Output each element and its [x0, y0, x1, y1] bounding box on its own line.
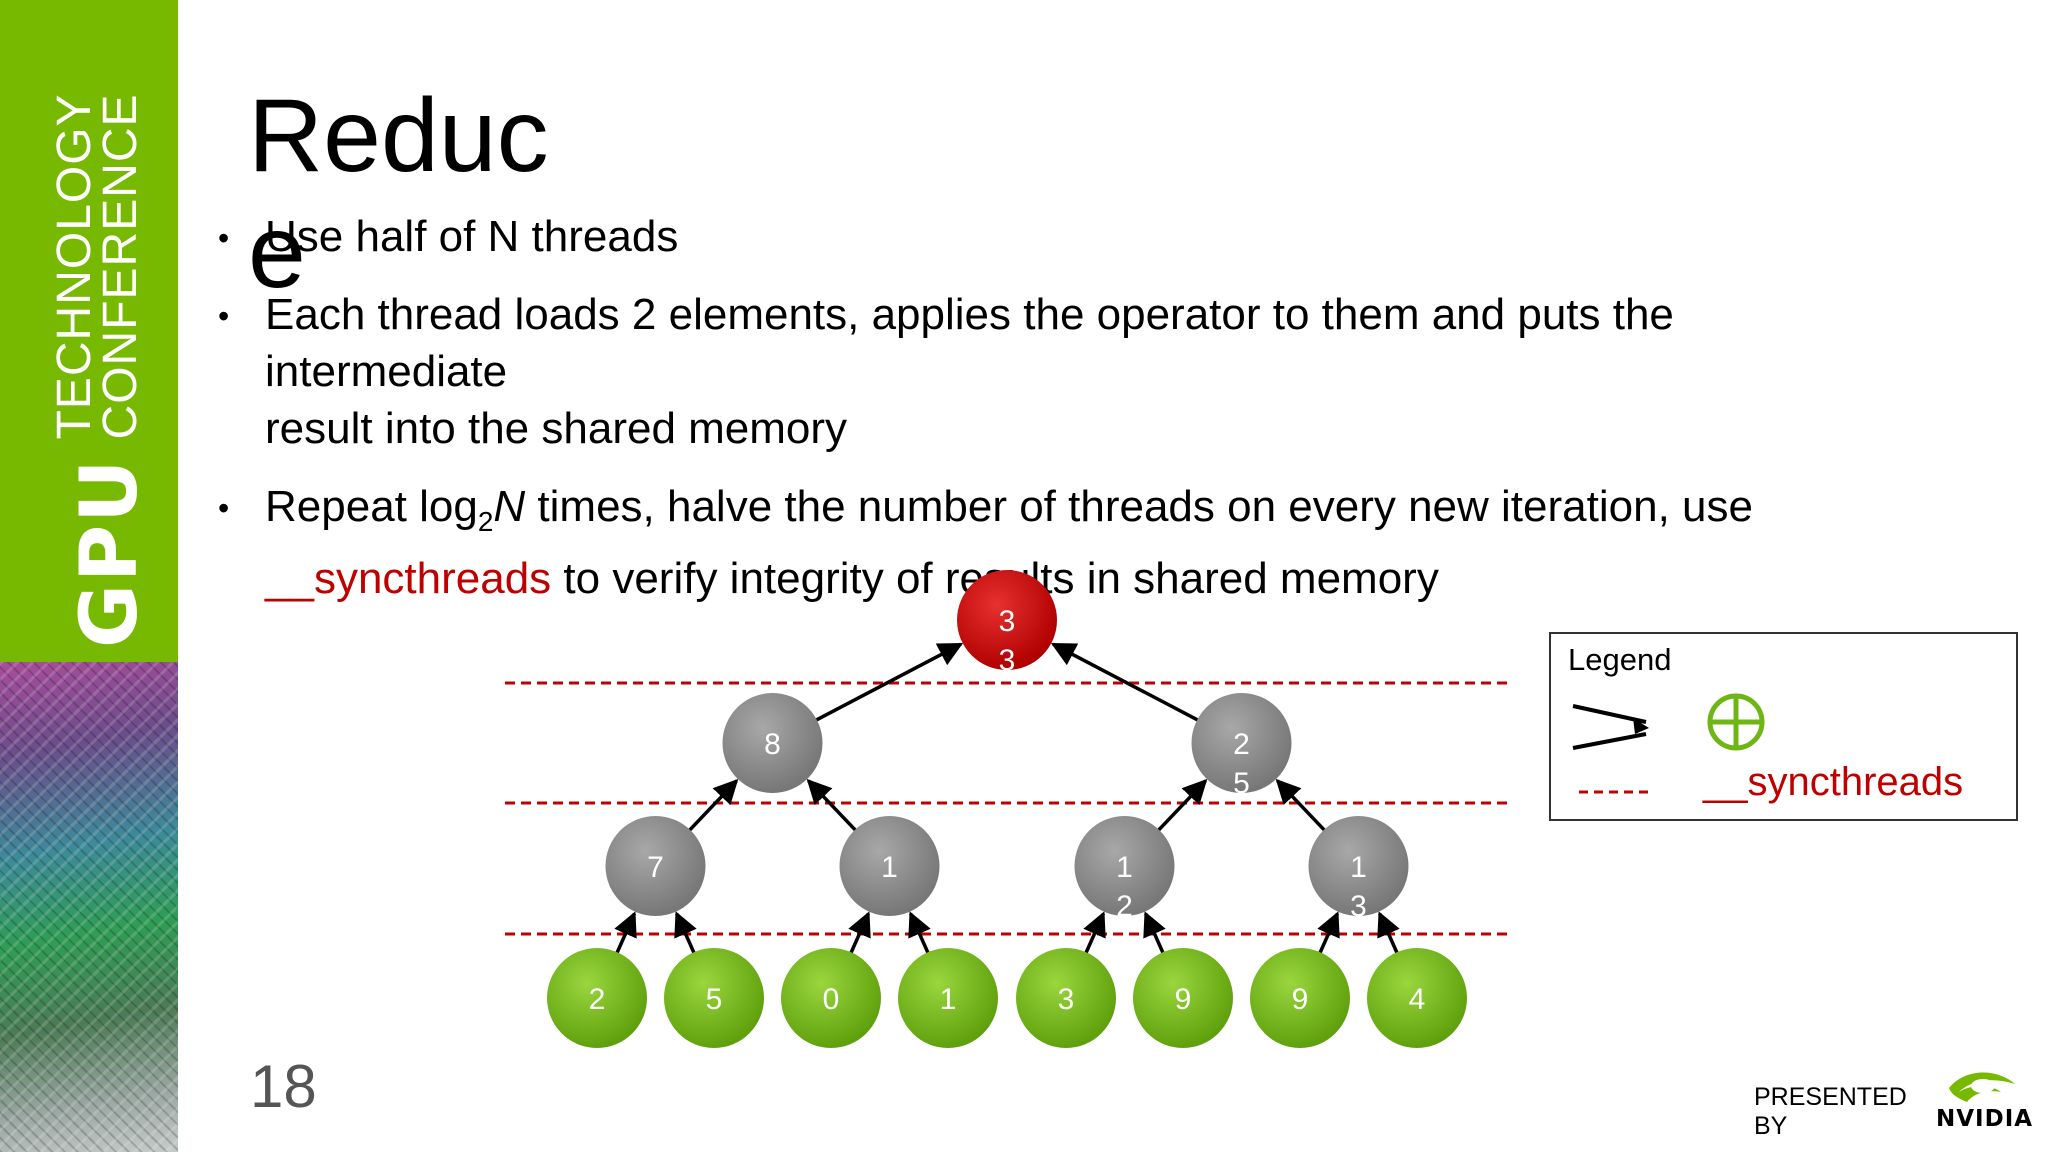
tree-node	[547, 948, 647, 1048]
bullet-text: Each thread loads 2 elements, applies th…	[265, 286, 1674, 457]
bullet-dot: •	[218, 298, 230, 334]
tree-edge-arrow	[1143, 911, 1166, 955]
tree-node-value: 0	[823, 983, 840, 1016]
tree-node	[722, 693, 823, 793]
tree-node	[957, 570, 1057, 670]
nvidia-logo: NVIDIA	[1936, 1106, 2034, 1132]
bullet-text: Use half of N threads	[265, 212, 679, 261]
tree-edge-arrow	[1275, 778, 1327, 833]
tree-node	[1191, 693, 1292, 793]
tree-edges	[614, 642, 1400, 955]
n-var: N	[493, 482, 526, 531]
tree-edge-arrow	[806, 778, 858, 833]
legend-syncthreads: __syncthreads	[1703, 760, 1964, 804]
syncthreads-lines	[505, 681, 1510, 936]
tree-edge-arrow	[1317, 911, 1340, 955]
bullet-line: result into the shared memory	[265, 404, 848, 453]
tree-edge-arrow	[687, 778, 739, 833]
tree-edge-arrow	[1083, 911, 1106, 955]
nvidia-eye-icon	[1949, 1072, 2015, 1102]
legend-glyphs	[1572, 693, 1765, 794]
tree-edge-arrow	[1377, 911, 1400, 955]
tree-node-value: 9	[1292, 983, 1309, 1016]
tree-edge-arrow	[908, 911, 931, 955]
bullet-line: Each thread loads 2 elements, applies th…	[265, 290, 1674, 339]
page-number: 18	[250, 1053, 317, 1120]
tree-node-value: 8	[764, 728, 781, 761]
tree-edge-arrow	[674, 911, 697, 955]
tree-node	[605, 816, 706, 916]
bullet-dot: •	[218, 220, 230, 256]
tree-node	[1133, 948, 1233, 1048]
conference-sidebar: GPU TECHNOLOGY CONFERENCE	[0, 0, 178, 1152]
tree-node	[1250, 948, 1350, 1048]
tree-node	[781, 948, 881, 1048]
tree-edge-arrow	[848, 911, 871, 955]
bullet-text: Repeat log2N times, halve the number of …	[265, 478, 1753, 607]
tree-node	[1367, 948, 1467, 1048]
log-base: 2	[477, 505, 494, 537]
bullet-dot: •	[218, 490, 230, 526]
legend-arrow-icon	[1633, 718, 1649, 734]
syncthreads-keyword: __syncthreads	[265, 553, 552, 603]
tree-node-value: 1	[940, 983, 957, 1016]
tree-node	[1308, 816, 1409, 916]
log-text: Repeat log	[265, 482, 478, 531]
sidebar-green-band	[0, 0, 178, 662]
tree-node-value: 4	[1409, 983, 1426, 1016]
legend-arrow-line	[1572, 732, 1647, 750]
bullet-line: Repeat log2N times, halve the number of …	[265, 478, 1753, 550]
tree-node	[664, 948, 764, 1048]
tree-edge-arrow	[614, 911, 637, 955]
legend-title: Legend	[1568, 642, 1672, 677]
repeat-text: times, halve the number of threads on ev…	[525, 482, 1753, 531]
tree-edge-arrow	[1156, 778, 1208, 833]
legend-box: Legend __syncthreads	[1549, 632, 2018, 821]
tree-node-value: 1	[881, 851, 898, 884]
tree-node-value: 7	[647, 851, 664, 884]
tree-node	[839, 816, 940, 916]
tree-node-value: 2	[589, 983, 606, 1016]
slide-title: Reduce	[248, 78, 549, 310]
presented-by: PRESENTED BY	[1754, 1083, 1907, 1140]
tree-node-value: 5	[706, 983, 723, 1016]
sidebar-chip-image	[0, 662, 178, 1152]
tree-node	[1016, 948, 1116, 1048]
tree-node	[898, 948, 998, 1048]
tree-edge-arrow	[1050, 642, 1200, 723]
tree-edge-arrow	[814, 642, 964, 723]
tree-node-value: 3	[1058, 983, 1075, 1016]
tree-node	[1074, 816, 1175, 916]
bullet-line: intermediate	[265, 347, 508, 396]
tree-node-value: 9	[1175, 983, 1192, 1016]
